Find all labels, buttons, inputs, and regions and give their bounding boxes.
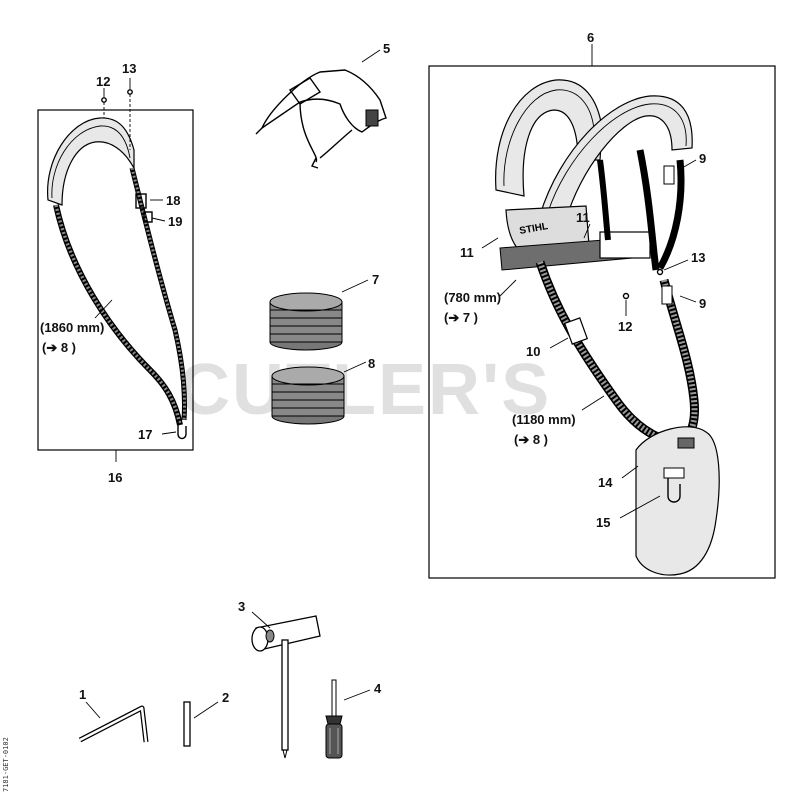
leader-10 [549, 337, 569, 349]
label-6: 6 [587, 30, 594, 45]
label-1: 1 [79, 687, 86, 702]
leader-1 [85, 701, 101, 719]
leader-13b [663, 259, 689, 271]
leader-11b [583, 223, 591, 239]
label-13b: 13 [691, 250, 705, 265]
measure-1180-ref: (➔ 8 ) [514, 432, 548, 447]
label-17: 17 [138, 427, 152, 442]
safety-glasses [255, 69, 387, 169]
leader-19 [151, 217, 166, 222]
measure-1180: (1180 mm) [512, 412, 576, 427]
single-shoulder-strap [47, 89, 188, 440]
label-9a: 9 [699, 151, 706, 166]
leader-9a [681, 159, 697, 169]
label-4: 4 [374, 681, 382, 696]
label-13a: 13 [122, 61, 136, 76]
leader-11a [481, 237, 499, 249]
label-19: 19 [168, 214, 182, 229]
label-10: 10 [526, 344, 540, 359]
label-8: 8 [368, 356, 375, 371]
leader-17 [161, 431, 177, 435]
cord-roll-8 [271, 366, 345, 425]
measure-780: (780 mm) [444, 290, 501, 305]
leader-5 [361, 49, 381, 63]
measure-1860-ref: (➔ 8 ) [42, 340, 76, 355]
label-3: 3 [238, 599, 245, 614]
watermark-text: CUTLER'S [178, 350, 551, 430]
leader-3 [251, 611, 271, 629]
label-12b: 12 [618, 319, 632, 334]
brand-logo: STIHL [519, 221, 549, 237]
measure-1860: (1860 mm) [40, 320, 104, 335]
label-12a: 12 [96, 74, 110, 89]
label-11b: 11 [576, 210, 590, 225]
drawing-code: 7181-GET-0102 [2, 737, 10, 792]
combination-wrench [251, 615, 321, 759]
leader-1860 [94, 299, 113, 319]
leader-14 [621, 465, 639, 479]
leader-780 [499, 279, 517, 297]
label-16: 16 [108, 470, 122, 485]
label-7: 7 [372, 272, 379, 287]
leader-4 [343, 689, 371, 701]
leader-8 [343, 361, 367, 373]
label-11a: 11 [460, 245, 474, 260]
label-5: 5 [383, 41, 390, 56]
strap-group-frame [37, 109, 194, 451]
full-harness: STIHL [495, 79, 720, 576]
leader-2 [193, 701, 219, 719]
label-14: 14 [598, 475, 613, 490]
cord-roll-7 [269, 292, 343, 351]
label-9b: 9 [699, 296, 706, 311]
measure-780-ref: (➔ 7 ) [444, 310, 478, 325]
harness-group-frame [428, 65, 776, 579]
locking-pin [183, 701, 191, 747]
label-15: 15 [596, 515, 610, 530]
leader-7 [341, 279, 369, 293]
leader-9b [679, 295, 697, 303]
label-2: 2 [222, 690, 229, 705]
leader-15 [619, 495, 661, 519]
label-18: 18 [166, 193, 180, 208]
hex-key [78, 705, 149, 743]
screwdriver [325, 679, 343, 759]
leader-1180 [581, 395, 605, 411]
